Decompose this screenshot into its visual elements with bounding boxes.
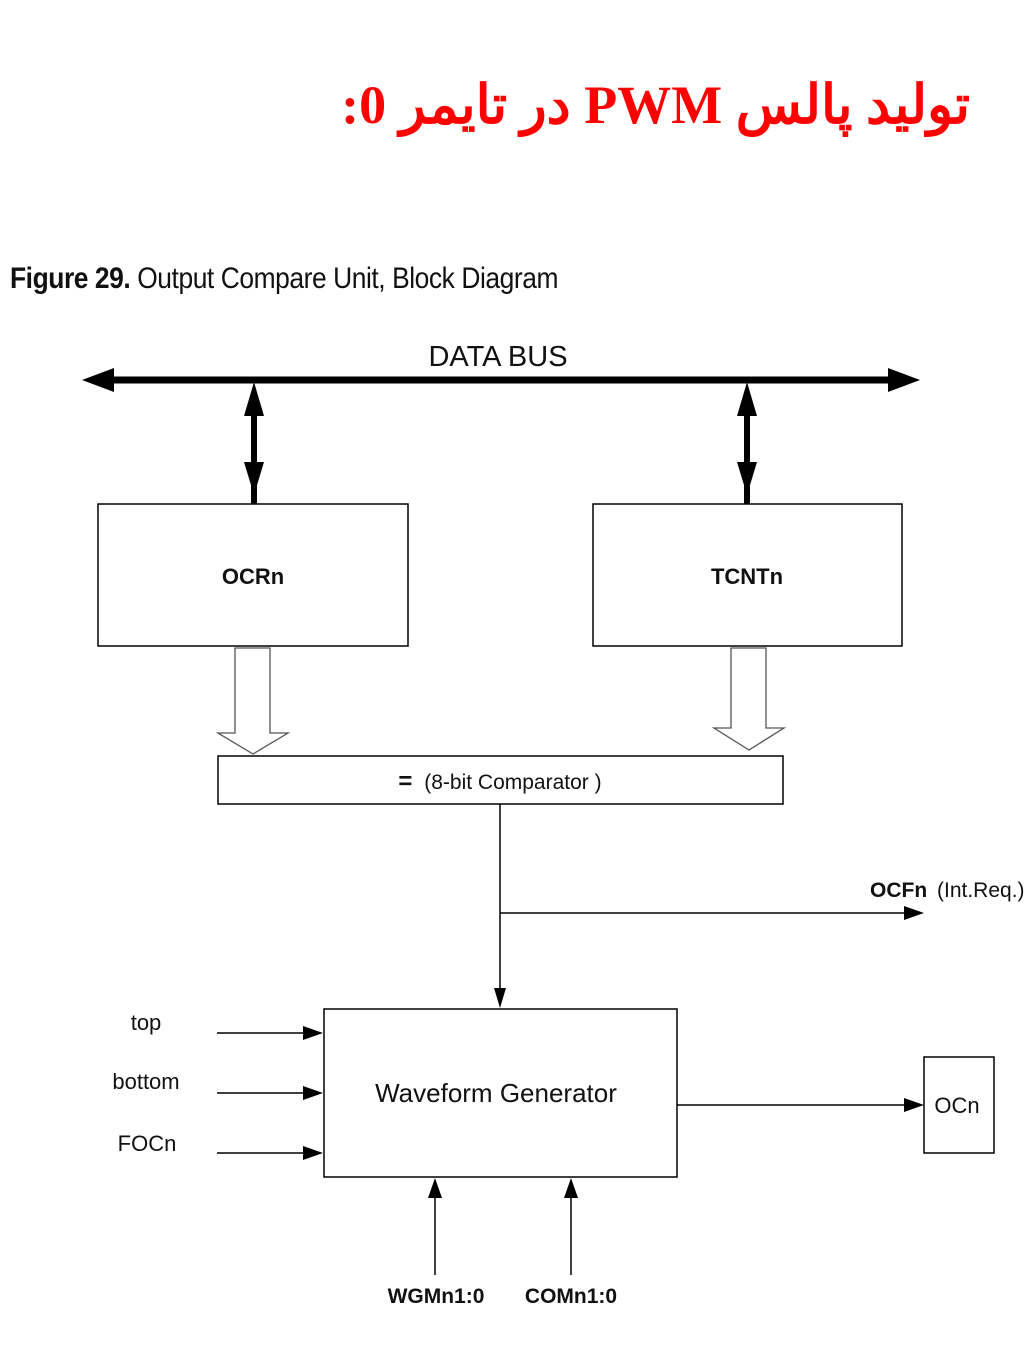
interrupt-flag-name: OCFn: [870, 879, 927, 902]
figure-caption: Figure 29. Output Compare Unit, Block Di…: [10, 262, 558, 296]
compare-match-line: [494, 804, 506, 1008]
figure-caption-text: Output Compare Unit, Block Diagram: [137, 262, 559, 295]
com-input: COMn1:0: [525, 1178, 617, 1308]
interrupt-branch: OCFn (Int.Req.): [500, 879, 1024, 920]
interrupt-arrowhead: [904, 906, 924, 920]
page-title: تولید پالس PWM در تایمر 0:: [341, 75, 970, 135]
tcnt-bus-down-arrowhead: [737, 462, 757, 495]
focn-input: FOCn: [118, 1131, 323, 1160]
interrupt-flag-label: OCFn (Int.Req.): [870, 879, 1024, 902]
focn-input-label: FOCn: [118, 1131, 177, 1156]
bottom-input: bottom: [112, 1069, 323, 1100]
data-bus-left-arrowhead: [82, 368, 114, 392]
data-bus: DATA BUS: [82, 341, 920, 392]
interrupt-request-note: (Int.Req.): [937, 879, 1024, 902]
data-bus-right-arrowhead: [888, 368, 920, 392]
tcnt-register-block: TCNTn: [592, 503, 903, 647]
com-input-arrowhead: [564, 1178, 578, 1198]
bottom-input-label: bottom: [112, 1069, 179, 1094]
ocr-to-comparator-arrow: [215, 647, 291, 755]
ocr-register-block: OCRn: [97, 503, 409, 647]
top-input-arrowhead: [303, 1026, 323, 1040]
wgm-input: WGMn1:0: [388, 1178, 485, 1308]
ocr-bus-up-arrowhead: [244, 382, 264, 416]
comparator-text: (8-bit Comparator ): [424, 771, 601, 794]
waveform-generator-label: Waveform Generator: [375, 1078, 617, 1108]
waveform-generator-block: Waveform Generator: [323, 1008, 678, 1178]
comparator-block: = (8-bit Comparator ): [217, 755, 784, 805]
bottom-input-arrowhead: [303, 1086, 323, 1100]
wgm-input-label: WGMn1:0: [388, 1285, 485, 1308]
data-bus-label: DATA BUS: [428, 341, 567, 373]
compare-match-arrowhead: [494, 988, 506, 1008]
ocr-register-label: OCRn: [222, 564, 284, 589]
comparator-equals-symbol: =: [398, 768, 412, 795]
wgm-input-arrowhead: [428, 1178, 442, 1198]
comparator-label: = (8-bit Comparator ): [398, 768, 601, 795]
tcnt-to-comparator-arrow: [711, 647, 787, 751]
waveform-output: [677, 1098, 924, 1112]
com-input-label: COMn1:0: [525, 1285, 617, 1308]
ocn-output-block: OCn: [923, 1056, 995, 1154]
figure-number: Figure 29.: [10, 262, 131, 295]
ocn-output-label: OCn: [934, 1093, 979, 1118]
top-input: top: [131, 1010, 323, 1040]
focn-input-arrowhead: [303, 1146, 323, 1160]
ocr-bus-down-arrowhead: [244, 462, 264, 495]
top-input-label: top: [131, 1010, 162, 1035]
waveform-output-arrowhead: [904, 1098, 924, 1112]
tcnt-bus-up-arrowhead: [737, 382, 757, 416]
tcnt-register-label: TCNTn: [711, 564, 783, 589]
